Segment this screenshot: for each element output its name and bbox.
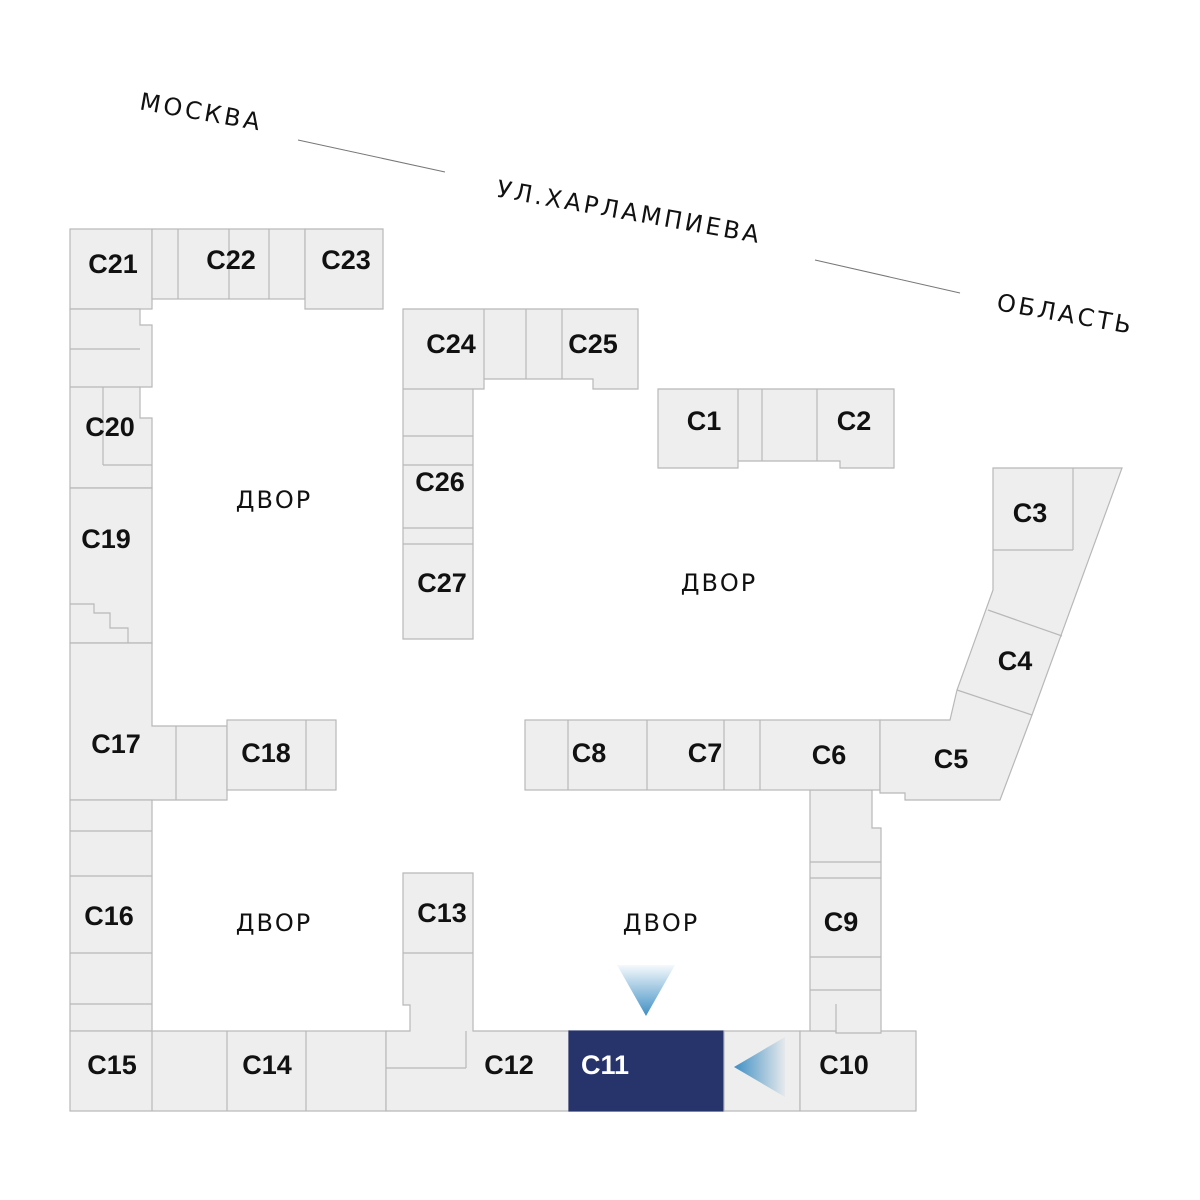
section-c7[interactable]: C7: [688, 738, 723, 768]
section-c14[interactable]: C14: [242, 1050, 292, 1080]
wing-west: [69, 228, 384, 644]
section-c19[interactable]: C19: [81, 524, 131, 554]
entrance-arrow-left-icon: [734, 1037, 785, 1097]
wing-east-column: [809, 789, 882, 1034]
section-c22[interactable]: C22: [206, 245, 256, 275]
section-c16[interactable]: C16: [84, 901, 134, 931]
section-c4[interactable]: C4: [998, 646, 1033, 676]
entrance-arrow-down-icon: [617, 965, 675, 1016]
section-c23[interactable]: C23: [321, 245, 371, 275]
section-c25[interactable]: C25: [568, 329, 618, 359]
wing-south-west: [69, 799, 153, 1032]
yard-label-southeast: ДВОР: [623, 909, 700, 937]
section-c2[interactable]: C2: [837, 406, 872, 436]
street-line-right: [814, 259, 961, 294]
wing-north-middle: [402, 308, 639, 640]
section-c6[interactable]: C6: [812, 740, 847, 770]
street-labels: МОСКВА УЛ.ХАРЛАМПИЕВА ОБЛАСТЬ: [138, 88, 1136, 340]
section-c27[interactable]: C27: [417, 568, 467, 598]
wing-east: [524, 467, 1123, 801]
section-c3[interactable]: C3: [1013, 498, 1048, 528]
section-c21[interactable]: C21: [88, 249, 138, 279]
section-c1[interactable]: C1: [687, 406, 722, 436]
wing-south: [69, 872, 917, 1112]
street-line-left: [297, 139, 446, 173]
city-label: МОСКВА: [138, 88, 265, 137]
section-c5[interactable]: C5: [934, 744, 969, 774]
yard-label-northwest: ДВОР: [236, 486, 313, 514]
yard-label-southwest: ДВОР: [236, 909, 313, 937]
section-c12[interactable]: C12: [484, 1050, 534, 1080]
wing-north-east: [657, 388, 895, 469]
section-c24[interactable]: C24: [426, 329, 476, 359]
section-c20[interactable]: C20: [85, 412, 135, 442]
section-c11[interactable]: C11: [581, 1050, 629, 1080]
section-c9[interactable]: C9: [824, 907, 859, 937]
section-c8[interactable]: C8: [572, 738, 607, 768]
section-c15[interactable]: C15: [87, 1050, 137, 1080]
wing-middle-west: [69, 642, 337, 801]
section-c18[interactable]: C18: [241, 738, 291, 768]
section-c11-selected: [568, 1030, 725, 1112]
section-c13[interactable]: C13: [417, 898, 467, 928]
yard-label-northeast: ДВОР: [681, 569, 758, 597]
section-c26[interactable]: C26: [415, 467, 465, 497]
street-name-label: УЛ.ХАРЛАМПИЕВА: [495, 175, 765, 249]
section-c17[interactable]: C17: [91, 729, 141, 759]
region-label: ОБЛАСТЬ: [995, 288, 1136, 340]
section-c10[interactable]: C10: [819, 1050, 869, 1080]
